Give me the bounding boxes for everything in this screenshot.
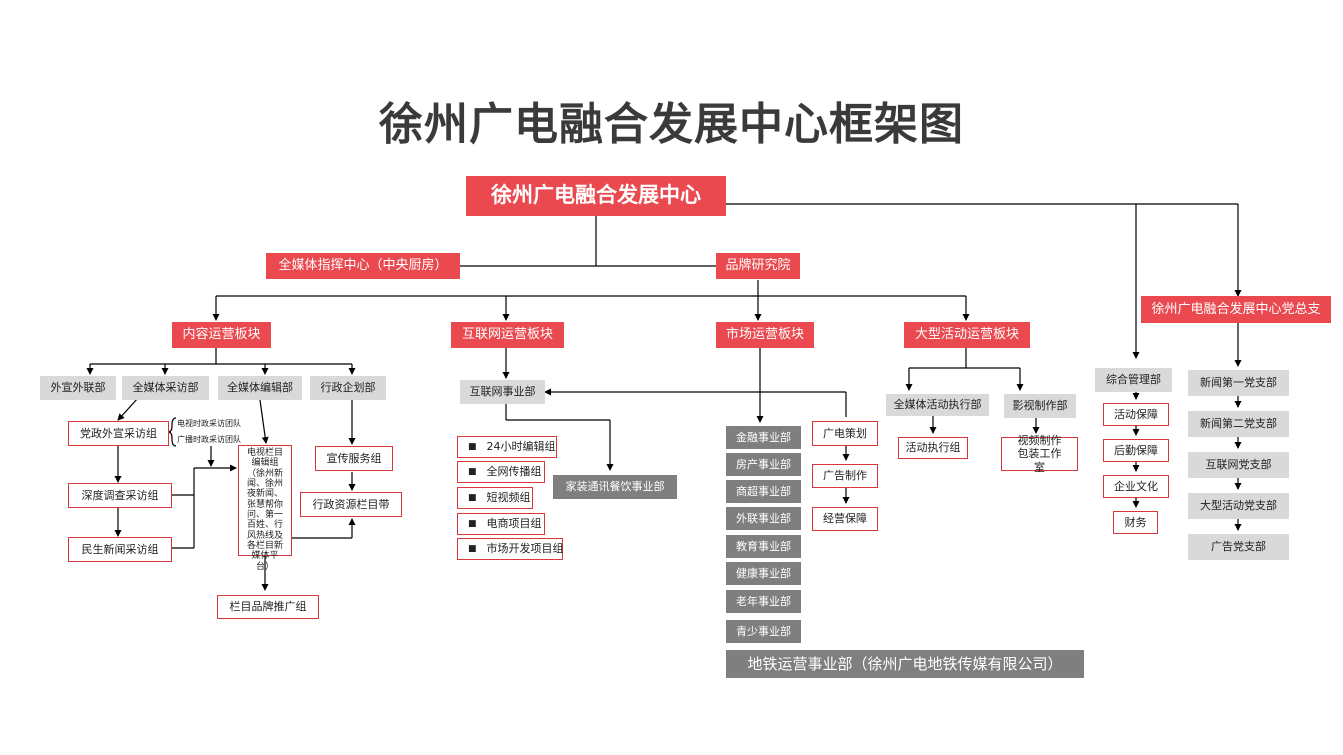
film-production-dept-node: 影视制作部 <box>1004 394 1076 418</box>
dept-foreign-node: 外宣外联部 <box>40 376 116 400</box>
market-chain-item: 经营保障 <box>812 507 878 531</box>
home-catering-dept-node: 家装通讯餐饮事业部 <box>553 475 677 499</box>
tv-column-editing-group-node: 电视栏目编辑组（徐州新闻、徐州夜新闻、张慧帮你问、第一百姓、行风热线及各栏目新媒… <box>238 445 292 572</box>
market-dept-item: 商超事业部 <box>726 480 801 503</box>
market-dept-item: 教育事业部 <box>726 535 801 558</box>
column-brand-promo-node: 栏目品牌推广组 <box>217 595 319 619</box>
internet-sector-node: 互联网运营板块 <box>451 322 564 348</box>
internet-dept-node: 互联网事业部 <box>460 380 545 404</box>
dept-planning-node: 行政企划部 <box>310 376 386 400</box>
root-node: 徐州广电融合发展中心 <box>466 176 726 216</box>
market-dept-item: 青少事业部 <box>726 620 801 643</box>
media-event-exec-dept-node: 全媒体活动执行部 <box>886 394 989 416</box>
group-party-interview-node: 党政外宣采访组 <box>68 421 169 446</box>
market-dept-item: 健康事业部 <box>726 562 801 585</box>
admin-item: 活动保障 <box>1103 403 1169 426</box>
market-dept-item: 老年事业部 <box>726 590 801 613</box>
command-center-node: 全媒体指挥中心（中央厨房） <box>266 253 460 279</box>
event-exec-group-node: 活动执行组 <box>898 437 968 459</box>
party-branch-item: 新闻第二党支部 <box>1188 411 1289 437</box>
admin-item: 财务 <box>1113 511 1158 534</box>
group-livelihood-interview-node: 民生新闻采访组 <box>68 537 172 562</box>
note-tv-team: 电视时政采访团队 <box>177 419 241 428</box>
group-deep-interview-node: 深度调查采访组 <box>68 483 172 508</box>
party-branch-item: 广告党支部 <box>1188 534 1289 560</box>
note-radio-team: 广播时政采访团队 <box>177 435 241 444</box>
internet-group-item: 全网传播组 <box>457 461 545 483</box>
general-admin-dept-node: 综合管理部 <box>1095 368 1172 392</box>
events-sector-node: 大型活动运营板块 <box>904 322 1030 348</box>
internet-group-item: 24小时编辑组 <box>457 436 557 458</box>
admin-resource-column-node: 行政资源栏目带 <box>300 492 402 517</box>
market-chain-item: 广告制作 <box>812 464 878 488</box>
party-branch-item: 新闻第一党支部 <box>1188 370 1289 396</box>
page-title: 徐州广电融合发展中心框架图 <box>379 99 964 150</box>
propaganda-service-node: 宣传服务组 <box>315 446 393 471</box>
market-dept-item: 金融事业部 <box>726 426 801 449</box>
party-branch-item: 大型活动党支部 <box>1188 493 1289 519</box>
dept-editing-node: 全媒体编辑部 <box>218 376 302 400</box>
party-branch-item: 互联网党支部 <box>1188 452 1289 478</box>
video-studio-node: 视频制作包装工作室 <box>1001 434 1078 474</box>
admin-item: 后勤保障 <box>1103 439 1169 462</box>
admin-item: 企业文化 <box>1103 475 1169 498</box>
internet-group-item: 电商项目组 <box>457 513 545 535</box>
brand-institute-node: 品牌研究院 <box>716 253 800 279</box>
internet-group-item: 短视频组 <box>457 487 533 509</box>
market-sector-node: 市场运营板块 <box>716 322 814 348</box>
party-general-branch-node: 徐州广电融合发展中心党总支 <box>1141 296 1331 323</box>
content-sector-node: 内容运营板块 <box>172 322 271 348</box>
dept-interview-node: 全媒体采访部 <box>122 376 209 400</box>
market-dept-item: 外联事业部 <box>726 507 801 530</box>
market-chain-item: 广电策划 <box>812 421 878 446</box>
internet-group-item: 市场开发项目组 <box>457 538 564 560</box>
market-dept-item: 房产事业部 <box>726 453 801 476</box>
metro-operation-dept-node: 地铁运营事业部（徐州广电地铁传媒有限公司） <box>726 650 1084 678</box>
